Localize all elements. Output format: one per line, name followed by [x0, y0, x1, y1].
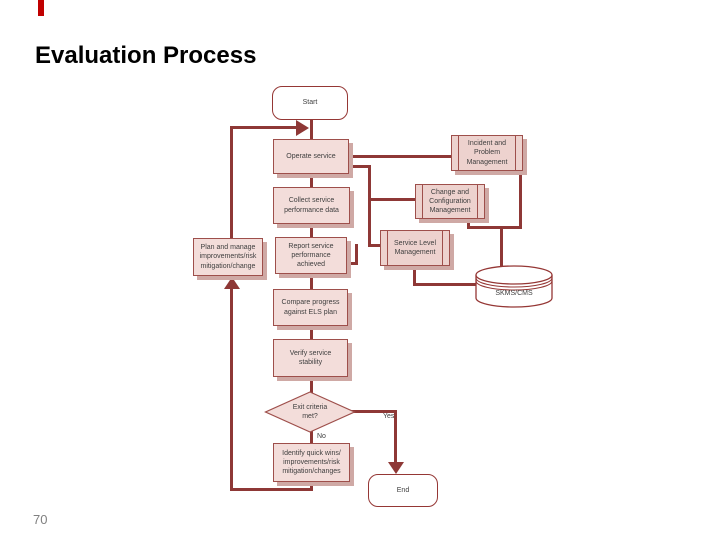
node-exit-criteria-decision: Exit criteria met? — [264, 391, 356, 433]
connector-loop-bottom — [230, 488, 313, 491]
connector-operate-collect — [310, 173, 313, 189]
connector-report-compare — [310, 273, 313, 291]
page-number: 70 — [33, 512, 48, 527]
arrowhead-loop-into-main-flow — [296, 120, 309, 136]
connector-incident-down — [519, 170, 522, 229]
connector-branch-vertical — [368, 165, 371, 247]
arrowhead-into-end — [388, 462, 404, 474]
connector-compare-verify — [310, 325, 313, 341]
connector-report-slm-vertical — [355, 244, 358, 265]
connector-operate-branch — [348, 165, 371, 168]
connector-slm-skms — [413, 283, 480, 286]
skms-cms-cylinder-shape — [475, 265, 553, 308]
connector-plan-up-left — [230, 126, 233, 239]
node-end: End — [368, 474, 438, 507]
node-plan-and-manage: Plan and manage improvements/risk mitiga… — [193, 238, 263, 276]
connector-branch-slm — [368, 244, 384, 247]
node-collect-performance-data-label: Collect service performance data — [284, 197, 339, 214]
connector-decision-yes-horizontal — [350, 410, 397, 413]
node-identify-quick-wins: Identify quick wins/ improvements/risk m… — [273, 443, 350, 482]
node-plan-and-manage-label: Plan and manage improvements/risk mitiga… — [199, 244, 257, 270]
decision-diamond-shape — [264, 391, 356, 433]
connector-loop-left-vertical — [230, 289, 233, 491]
node-service-level-management: Service Level Management — [380, 230, 450, 266]
slide-accent-mark — [38, 0, 44, 16]
node-skms-cms-label: SKMS/CMS — [495, 290, 533, 298]
page-title: Evaluation Process — [35, 42, 257, 69]
node-compare-progress-label: Compare progress against ELS plan — [281, 299, 340, 316]
node-report-performance-label: Report service performance achieved — [288, 242, 334, 269]
node-change-configuration-management: Change and Configuration Management — [415, 184, 485, 219]
arrowhead-into-plan — [224, 277, 240, 289]
connector-identify-down — [310, 480, 313, 491]
node-service-level-management-label: Service Level Management — [393, 239, 437, 256]
connector-start-operate — [310, 119, 313, 140]
connector-slm-down — [413, 264, 416, 286]
node-verify-stability: Verify service stability — [273, 339, 348, 377]
connector-merge-horizontal — [467, 226, 522, 229]
node-incident-problem-management: Incident and Problem Management — [451, 135, 523, 171]
connector-loop-top — [230, 126, 297, 129]
node-compare-progress: Compare progress against ELS plan — [273, 289, 348, 326]
node-skms-cms: SKMS/CMS — [475, 286, 553, 302]
node-change-configuration-management-label: Change and Configuration Management — [429, 188, 471, 215]
node-collect-performance-data: Collect service performance data — [273, 187, 350, 224]
node-operate-service: Operate service — [273, 139, 349, 174]
connector-report-slm-horizontal — [346, 262, 358, 265]
connector-collect-report — [310, 223, 313, 239]
branch-label-yes: Yes — [383, 413, 395, 420]
node-start-label: Start — [302, 99, 318, 107]
node-operate-service-label: Operate service — [286, 152, 336, 160]
node-start: Start — [272, 86, 348, 120]
connector-yes-vertical — [394, 410, 397, 464]
node-exit-criteria-decision-label: Exit criteria met? — [292, 403, 328, 420]
connector-verify-decision — [310, 376, 313, 393]
node-identify-quick-wins-label: Identify quick wins/ improvements/risk m… — [282, 449, 341, 476]
branch-label-no: No — [317, 433, 326, 440]
node-incident-problem-management-label: Incident and Problem Management — [466, 140, 508, 166]
connector-change-down — [467, 218, 470, 229]
node-end-label: End — [396, 486, 410, 494]
connector-decision-identify-no — [310, 431, 313, 445]
node-report-performance: Report service performance achieved — [275, 237, 347, 274]
connector-operate-incident — [348, 155, 453, 158]
node-verify-stability-label: Verify service stability — [289, 349, 332, 366]
connector-into-skms — [500, 226, 503, 271]
connector-branch-change — [368, 198, 417, 201]
